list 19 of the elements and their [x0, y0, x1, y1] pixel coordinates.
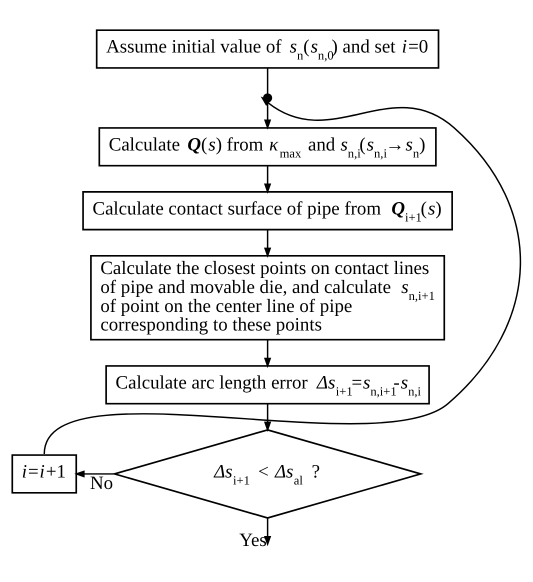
node-box: i=i+1 [11, 454, 78, 494]
edge-label: No [90, 473, 114, 494]
node-box: Calculate contact surface of pipe from Q$_{i+1}$(s) [82, 191, 453, 230]
node-box: Calculate Q(s) from κ$_{max}$ and s$_{n,i}$(s$_{n,i}$→s$_{n}$) [98, 127, 437, 166]
node-circle [262, 93, 272, 103]
edge-label: Yes [239, 530, 267, 551]
node-box: Calculate arc length error Δs$_{i+1}$=s$_{n,i+1}$-s$_{n,i}$ [105, 365, 430, 405]
node-box: Calculate the closest points on contact lines of pipe and movable die, and calculate s$_{n,i+1}$ of point on the center line of pipe corresponding to these points [90, 255, 446, 341]
arrow [74, 470, 114, 478]
arrow [264, 102, 272, 130]
node-diamond: Δs$_{i+1}$ < Δs$_{al}$ ? [111, 429, 424, 519]
arrow [264, 340, 272, 368]
node-box: Assume initial value of s$_{n}$(s$_{n,0}$) and set i=0 [96, 29, 440, 69]
arrow [264, 230, 272, 258]
arrow [264, 166, 272, 194]
arrow [264, 404, 272, 432]
arrow [264, 518, 272, 546]
arrow [44, 96, 521, 454]
connector [266, 68, 268, 94]
